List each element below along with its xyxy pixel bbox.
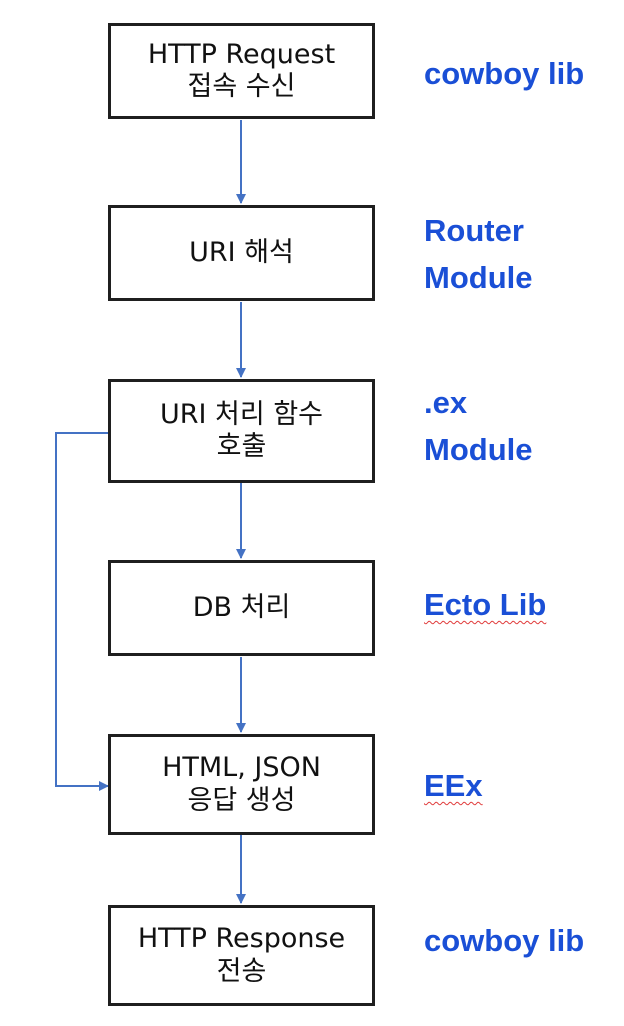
side-label-line: .ex (424, 385, 468, 420)
side-label-line: Module (424, 431, 533, 467)
side-label-line: cowboy lib (424, 56, 585, 91)
step-line: HTTP Request (147, 38, 336, 70)
side-label-cowboy-lib-bottom: cowboy lib (424, 918, 584, 965)
side-label-ex-module: .ex Module (424, 380, 533, 473)
step-box-uri-handler-call: URI 처리 함수 호출 (108, 379, 375, 483)
step-line: HTML, JSON (162, 752, 321, 784)
side-label-line: Router (424, 213, 524, 248)
side-label-line: Ecto Lib (424, 587, 547, 622)
step-line: URI 해석 (189, 236, 294, 268)
side-label-eex: EEx (424, 763, 483, 810)
step-line: 응답 생성 (187, 784, 296, 816)
step-box-http-request: HTTP Request 접속 수신 (108, 23, 375, 119)
side-label-line: cowboy lib (424, 923, 585, 958)
side-label-line: Module (424, 259, 533, 295)
side-label-cowboy-lib-top: cowboy lib (424, 51, 584, 98)
side-label-ecto-lib: Ecto Lib (424, 582, 546, 629)
step-box-http-response: HTTP Response 전송 (108, 905, 375, 1006)
side-label-router-module: Router Module (424, 208, 533, 301)
arrow-bypass-step3-to-step5 (55, 432, 110, 791)
step-line: 호출 (216, 431, 267, 462)
step-box-uri-parse: URI 해석 (108, 205, 375, 301)
step-line: DB 처리 (192, 591, 291, 623)
side-label-line: EEx (424, 768, 483, 803)
step-line: URI 처리 함수 (159, 398, 323, 430)
step-box-response-generation: HTML, JSON 응답 생성 (108, 734, 375, 835)
step-line: 전송 (216, 955, 267, 987)
step-line: HTTP Response (137, 923, 346, 955)
step-line: 접속 수신 (187, 71, 296, 102)
step-box-db-processing: DB 처리 (108, 560, 375, 656)
